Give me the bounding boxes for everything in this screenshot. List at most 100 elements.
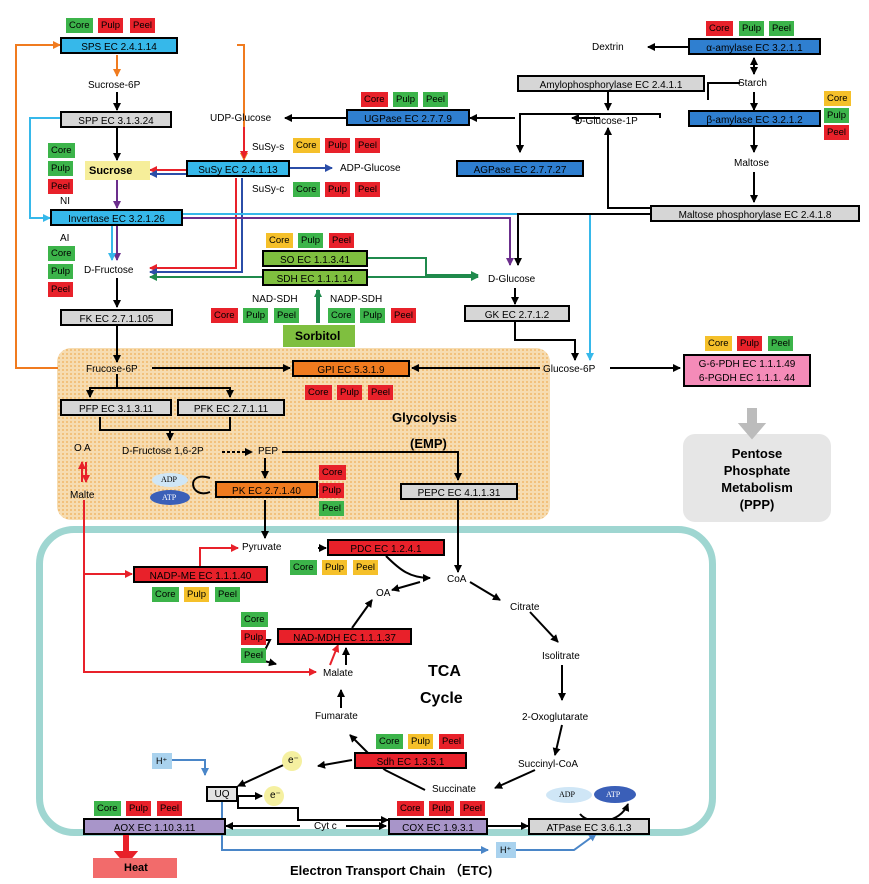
d-fructose-16-2p: D-Fructose 1,6-2P <box>122 446 204 457</box>
h-plus-box-left <box>152 753 172 769</box>
nad-sdh-label: NAD-SDH <box>252 294 298 305</box>
ppp-title-3: Metabolism <box>721 480 793 495</box>
pfk-enzyme: PFK EC 2.7.1.11 <box>177 399 285 416</box>
ppp-region <box>683 434 831 522</box>
agpase-enzyme: AGPase EC 2.7.7.27 <box>456 160 584 177</box>
tag-nadpsdh-pulp: Pulp <box>360 308 386 323</box>
tag-ugpase-peel: Peel <box>423 92 449 107</box>
tag-pdc-pulp: Pulp <box>322 560 348 575</box>
tag-cox-pulp: Pulp <box>429 801 455 816</box>
tag-so-core: Core <box>266 233 293 248</box>
etc-title: Electron Transport Chain （ETC) <box>290 863 493 878</box>
fk-enzyme: FK EC 2.7.1.105 <box>60 309 173 326</box>
heat-box <box>93 858 177 878</box>
tag-nadpme-peel: Peel <box>215 587 241 602</box>
ai-label: AI <box>60 233 70 244</box>
sorbitol-box <box>283 325 355 347</box>
sdh-sorbitol-enzyme: SDH EC 1.1.1.14 <box>262 269 368 286</box>
beta-amylase-enzyme: β-amylase EC 3.2.1.2 <box>688 110 821 127</box>
tag-nadmdh-peel: Peel <box>241 648 267 663</box>
amylophosphorylase-enzyme: Amylophosphorylase EC 2.4.1.1 <box>517 75 705 92</box>
cox-enzyme: COX EC 1.9.3.1 <box>388 818 488 835</box>
susy-s-label: SuSy-s <box>252 142 285 153</box>
adp-label-etc: ADP <box>559 790 576 799</box>
tag-susyc-core: Core <box>293 182 320 197</box>
ppp-title-4: (PPP) <box>739 497 775 512</box>
h-plus-right: H⁺ <box>500 845 512 855</box>
adp-glucose: ADP-Glucose <box>340 163 401 174</box>
tag-beta-core: Core <box>824 91 851 106</box>
tag-alpha-peel: Peel <box>769 21 795 36</box>
ugpase-enzyme: UGPase EC 2.7.7.9 <box>346 109 470 126</box>
fumarate: Fumarate <box>315 711 358 722</box>
tag-sps-pulp: Pulp <box>98 18 124 33</box>
tag-so-pulp: Pulp <box>298 233 324 248</box>
alpha-amylase-enzyme: α-amylase EC 3.2.1.1 <box>688 38 821 55</box>
h-plus-left: H⁺ <box>156 756 168 766</box>
tag-nadsdh-core: Core <box>211 308 238 323</box>
gpi-enzyme: GPI EC 5.3.1.9 <box>292 360 410 377</box>
adp-ellipse-etc <box>546 787 592 803</box>
d-glucose: D-Glucose <box>488 274 536 285</box>
g6pdh-enzyme: G-6-PDH EC 1.1.1.49 <box>683 354 811 371</box>
maltose: Maltose <box>734 158 770 169</box>
atp-ellipse-etc <box>594 786 636 803</box>
pk-enzyme: PK EC 2.7.1.40 <box>215 481 318 498</box>
atpase-enzyme: ATPase EC 3.6.1.3 <box>528 818 650 835</box>
adp-label-pk: ADP <box>161 475 178 484</box>
tag-gpi-pulp: Pulp <box>337 385 363 400</box>
tag-aox-peel: Peel <box>157 801 183 816</box>
tag-nadsdh-pulp: Pulp <box>243 308 269 323</box>
citrate: Citrate <box>510 602 540 613</box>
nadp-me-enzyme: NADP-ME EC 1.1.1.40 <box>133 566 268 583</box>
tag-ai-core: Core <box>48 246 75 261</box>
tag-sdh-peel: Peel <box>439 734 465 749</box>
pdc-enzyme: PDC EC 1.2.4.1 <box>327 539 445 556</box>
nad-mdh-enzyme: NAD-MDH EC 1.1.1.37 <box>277 628 412 645</box>
sorbitol-label: Sorbitol <box>295 329 341 343</box>
maltose-phosphorylase-enzyme: Maltose phosphorylase EC 2.4.1.8 <box>650 205 860 222</box>
gk-enzyme: GK EC 2.7.1.2 <box>464 305 570 322</box>
nadp-sdh-label: NADP-SDH <box>330 294 383 305</box>
tag-pdc-peel: Peel <box>353 560 379 575</box>
coa: CoA <box>447 574 467 585</box>
tag-g6pdh-peel: Peel <box>768 336 794 351</box>
e-minus-circle-2 <box>264 786 284 806</box>
tag-susyc-pulp: Pulp <box>325 182 351 197</box>
tag-ni-peel: Peel <box>48 179 74 194</box>
aox-enzyme: AOX EC 1.10.3.11 <box>83 818 226 835</box>
ppp-title-2: Phosphate <box>723 463 791 478</box>
tag-sdh-pulp: Pulp <box>408 734 434 749</box>
udp-glucose: UDP-Glucose <box>210 113 272 124</box>
d-fructose: D-Fructose <box>84 265 134 276</box>
pfp-enzyme: PFP EC 3.1.3.11 <box>60 399 172 416</box>
tag-susys-pulp: Pulp <box>325 138 351 153</box>
tag-ni-core: Core <box>48 143 75 158</box>
susy-enzyme: SuSy EC 2.4.1.13 <box>186 160 290 177</box>
tag-ni-pulp: Pulp <box>48 161 74 176</box>
tag-nadmdh-core: Core <box>241 612 268 627</box>
tag-aox-pulp: Pulp <box>126 801 152 816</box>
cyt-c: Cyt c <box>314 821 337 832</box>
dextrin: Dextrin <box>592 42 624 53</box>
pyruvate: Pyruvate <box>242 542 282 553</box>
emp-title: (EMP) <box>410 436 447 451</box>
uq-box: UQ <box>206 786 238 802</box>
ppp-title-1: Pentose <box>731 446 783 461</box>
spp-enzyme: SPP EC 3.1.3.24 <box>60 111 172 128</box>
tag-cox-core: Core <box>397 801 424 816</box>
tag-so-peel: Peel <box>329 233 355 248</box>
tag-pk-core: Core <box>319 465 346 480</box>
d-glucose-1p: D-Glucose-1P <box>575 116 638 127</box>
pgdh-enzyme: 6-PGDH EC 1.1.1. 44 <box>683 370 811 387</box>
tag-pk-peel: Peel <box>319 501 345 516</box>
tag-ugpase-pulp: Pulp <box>393 92 419 107</box>
isolitrate: Isolitrate <box>542 651 580 662</box>
tag-gpi-core: Core <box>305 385 332 400</box>
tag-nadpsdh-core: Core <box>328 308 355 323</box>
tag-nadpsdh-peel: Peel <box>391 308 417 323</box>
tag-susys-peel: Peel <box>355 138 381 153</box>
tag-sps-peel: Peel <box>130 18 156 33</box>
tca-title-1: TCA <box>428 663 461 680</box>
heat-label: Heat <box>124 862 148 874</box>
